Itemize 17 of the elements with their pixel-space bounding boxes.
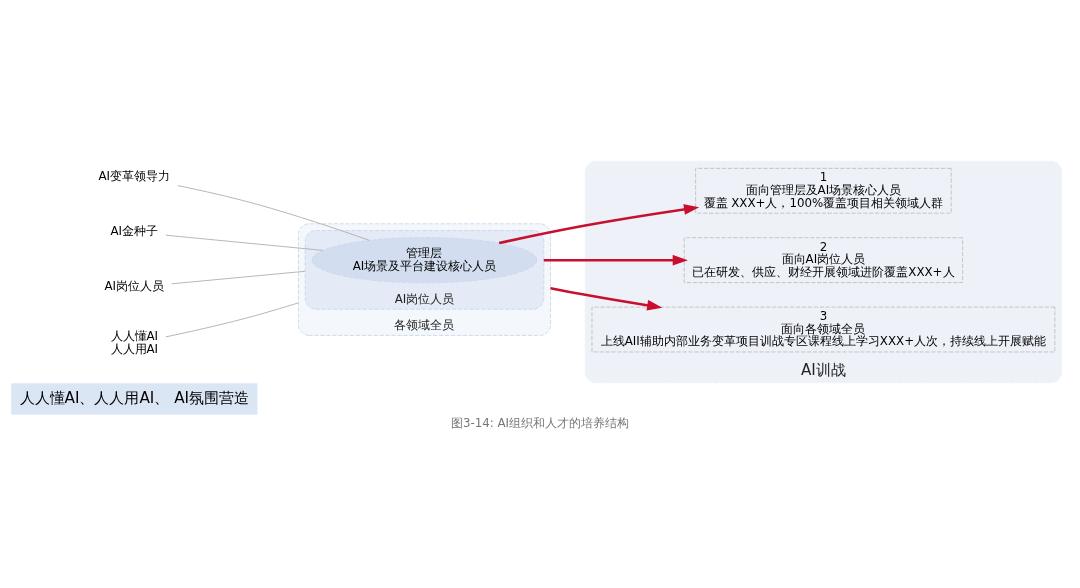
- arrow: [498, 204, 700, 245]
- arrow: [543, 254, 688, 266]
- arrow: [550, 286, 663, 311]
- node-text: AI变革领导力: [98, 169, 171, 184]
- node-box: 2 面向AI岗位人员 已在研发、供应、财经开展领域进阶覆盖XXX+人: [683, 237, 964, 283]
- connector: [165, 234, 324, 251]
- connector: [171, 270, 306, 285]
- node-text: AI岗位人员: [104, 279, 165, 294]
- connector: [165, 302, 299, 338]
- caption: 图3-14: AI组织和人才的培养结构: [450, 416, 630, 431]
- node-box: 3 面向各领域全员 上线AII辅助内部业务变革项目训战专区课程线上学习XXX+人次，持续线上开展赋能: [591, 306, 1056, 353]
- node-text: 人人懂AI 人人用AI: [110, 328, 159, 356]
- connector: [177, 185, 370, 241]
- node-box: 1 面向管理层及AI场景核心人员 覆盖 XXX+人，100%覆盖项目相关领域人群: [695, 167, 952, 214]
- node-box: 人人懂AI、人人用AI、 AI氛围营造: [11, 383, 258, 415]
- node-ellipse: 管理层 AI场景及平台建设核心人员: [311, 237, 538, 284]
- node-text: AI金种子: [110, 224, 159, 239]
